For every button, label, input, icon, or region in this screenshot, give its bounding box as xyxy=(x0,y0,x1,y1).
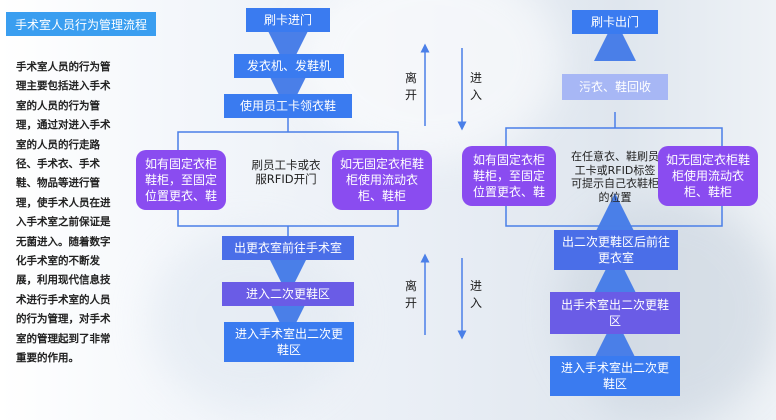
to-or-step: 进入手术室出二次更鞋区 xyxy=(224,322,354,362)
direction-arrows xyxy=(420,43,467,340)
branch-lines xyxy=(177,112,723,236)
swipe-in-step: 刷卡进门 xyxy=(246,8,330,32)
enter-label-top: 进入 xyxy=(469,71,482,102)
enter-label-bottom: 进入 xyxy=(469,279,482,310)
page-title: 手术室人员行为管理流程 xyxy=(6,12,156,36)
description-text: 手术室人员的行为管理主要包括进入手术室的人员的行为管理，通过对进入手术室的人员的… xyxy=(16,61,111,365)
entry-fixed-cabinet-step: 如有固定衣柜鞋柜，至固定位置更衣、鞋 xyxy=(136,150,226,210)
recycle-step: 污衣、鞋回收 xyxy=(562,74,668,100)
exit-rfid-note: 在任意衣、鞋刷员工卡或RFID标签可提示自己衣鞋柜的位置 xyxy=(571,150,659,204)
background-decoration xyxy=(300,0,560,160)
exit-change-room-step: 出更衣室前往手术室 xyxy=(222,236,354,260)
second-room-step: 进入二次更鞋区 xyxy=(222,282,354,306)
leave-label-bottom: 离开 xyxy=(404,279,417,310)
connector-lines xyxy=(177,19,723,359)
exit-mobile-cabinet-step: 如无固定衣柜鞋柜使用流动衣柜、鞋柜 xyxy=(658,146,758,206)
dispense-step: 发衣机、发鞋机 xyxy=(234,54,344,78)
leave-second-step: 出二次更鞋区后前往更衣室 xyxy=(554,230,678,270)
exit-or-step: 出手术室出二次更鞋区 xyxy=(550,292,680,334)
exit-fixed-cabinet-step: 如有固定衣柜鞋柜，至固定位置更衣、鞋 xyxy=(462,146,556,206)
enter-or-exit-second-step: 进入手术室出二次更鞋区 xyxy=(550,356,680,396)
background-decoration xyxy=(150,230,350,410)
entry-swipe-note: 刷员工卡或衣服RFID开门 xyxy=(251,158,321,186)
use-card-step: 使用员工卡领衣鞋 xyxy=(224,94,352,118)
entry-mobile-cabinet-step: 如无固定衣柜鞋柜使用流动衣柜、鞋柜 xyxy=(332,150,432,210)
swipe-out-step: 刷卡出门 xyxy=(572,10,658,34)
leave-label-top: 离开 xyxy=(404,71,417,102)
